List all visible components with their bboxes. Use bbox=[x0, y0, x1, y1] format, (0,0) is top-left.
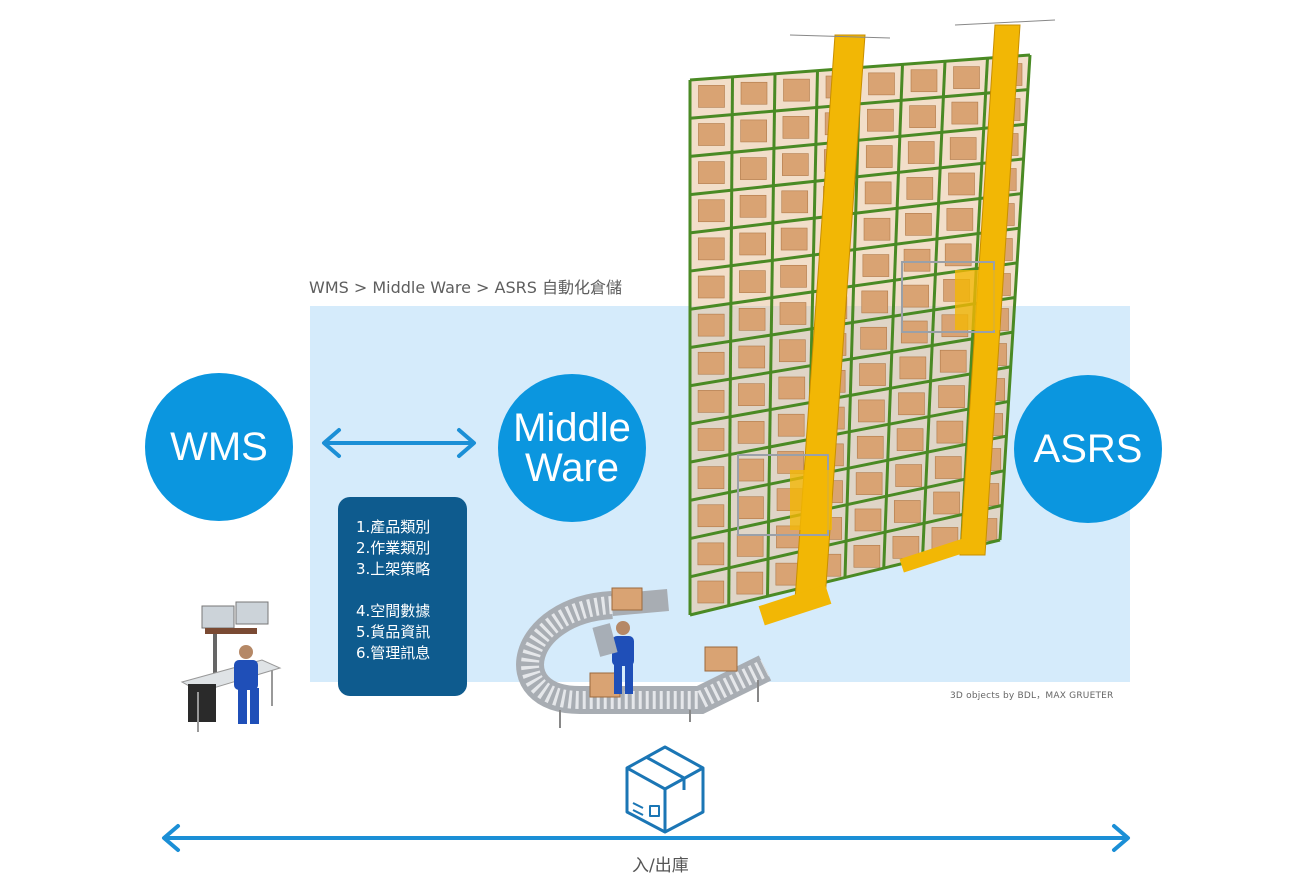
list-spacer bbox=[356, 580, 467, 601]
io-arrow-icon bbox=[162, 824, 1130, 852]
list-item: 1.產品類別 bbox=[356, 518, 431, 536]
in-out-label: 入/出庫 bbox=[632, 856, 689, 876]
middleware-function-list: 1.產品類別 2.作業類別 3.上架策略 4.空間數據 5.貨品資訊 6.管理訊… bbox=[338, 497, 467, 696]
double-arrow-icon bbox=[322, 428, 476, 458]
workstation-illustration bbox=[180, 601, 282, 732]
conveyor-illustration bbox=[516, 587, 772, 728]
wms-node: WMS bbox=[145, 373, 293, 521]
asrs-label: ASRS bbox=[1033, 426, 1143, 471]
list-item: 2.作業類別 bbox=[356, 539, 431, 557]
list-item: 3.上架策略 bbox=[356, 560, 431, 578]
asrs-rack-illustration bbox=[688, 19, 1056, 626]
wms-label: WMS bbox=[170, 424, 268, 469]
list-item: 6.管理訊息 bbox=[356, 644, 431, 662]
middleware-node: Middle Ware bbox=[498, 374, 646, 522]
credit-text: 3D objects by BDL，MAX GRUETER bbox=[950, 691, 1114, 701]
middleware-label-line2: Ware bbox=[524, 446, 620, 490]
middleware-label-line1: Middle bbox=[513, 406, 631, 450]
asrs-node: ASRS bbox=[1014, 375, 1162, 523]
box-icon bbox=[625, 745, 705, 834]
list-item: 4.空間數據 bbox=[356, 602, 431, 620]
diagram-title: WMS > Middle Ware > ASRS 自動化倉儲 bbox=[309, 278, 623, 297]
list-item: 5.貨品資訊 bbox=[356, 623, 431, 641]
